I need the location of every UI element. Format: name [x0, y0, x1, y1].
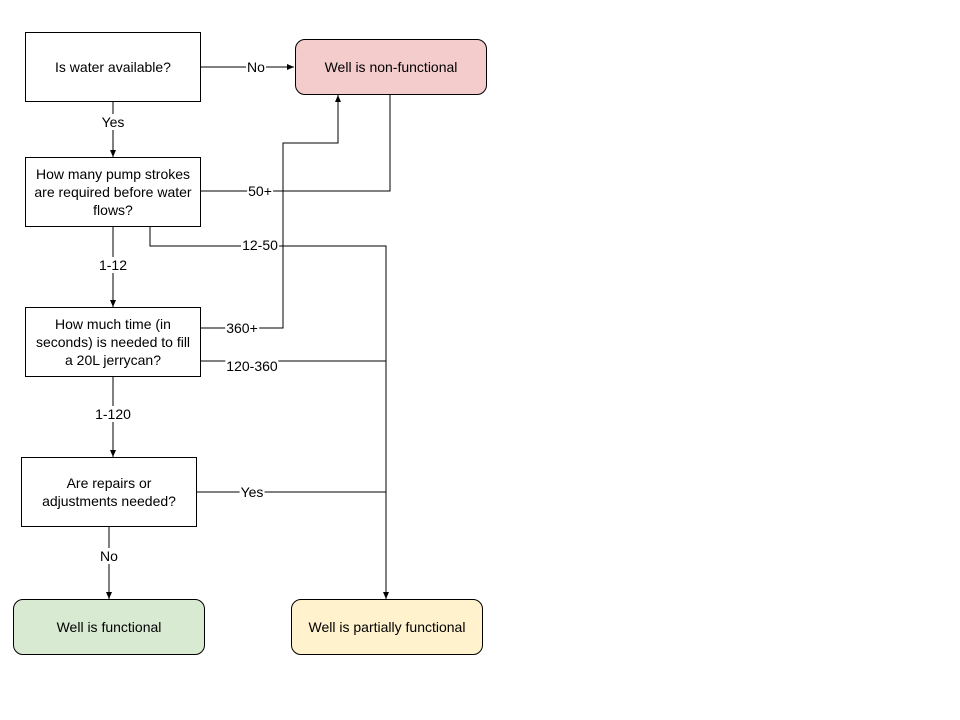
outcome-functional: Well is functional [13, 599, 205, 655]
label-strokes-1-12: 1-12 [97, 257, 129, 273]
label-strokes-50plus: 50+ [247, 183, 273, 199]
question-water-available: Is water available? [25, 32, 201, 102]
label-repairs-yes: Yes [239, 484, 265, 500]
question-repairs-needed: Are repairs or adjustments needed? [21, 457, 197, 527]
edge-strokes-12-50 [149, 227, 389, 599]
label-strokes-12-50: 12-50 [241, 237, 279, 253]
label-water-no: No [246, 59, 266, 75]
edge-time-360plus [201, 95, 341, 329]
label-time-1-120: 1-120 [94, 406, 132, 422]
question-fill-time: How much time (in seconds) is needed to … [25, 307, 201, 377]
outcome-partially-functional: Well is partially functional [291, 599, 483, 655]
question-pump-strokes: How many pump strokes are required befor… [25, 157, 201, 227]
label-water-yes: Yes [100, 114, 126, 130]
outcome-non-functional: Well is non-functional [295, 39, 487, 95]
label-time-120-360: 120-360 [225, 358, 279, 374]
edge-strokes-50plus [201, 82, 393, 192]
label-repairs-no: No [99, 548, 119, 564]
label-time-360plus: 360+ [225, 320, 259, 336]
